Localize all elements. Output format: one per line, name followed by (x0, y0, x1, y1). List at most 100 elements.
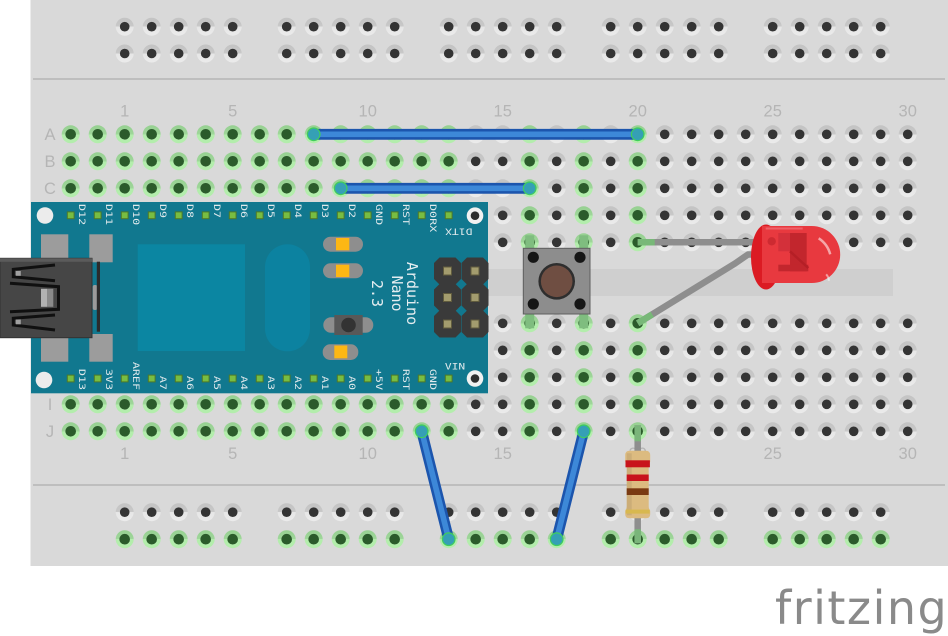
breadboard-hole[interactable] (628, 179, 647, 198)
rail-hole[interactable] (709, 44, 728, 63)
rail-hole[interactable] (871, 530, 890, 549)
rail-hole[interactable] (358, 17, 377, 36)
rail-hole[interactable] (142, 530, 161, 549)
breadboard-hole[interactable] (763, 422, 782, 441)
breadboard-hole[interactable] (223, 395, 242, 414)
breadboard-hole[interactable] (682, 179, 701, 198)
breadboard-hole[interactable] (817, 341, 836, 360)
breadboard-hole[interactable] (709, 152, 728, 171)
breadboard-hole[interactable] (250, 395, 269, 414)
breadboard-hole[interactable] (601, 314, 620, 333)
rail-hole[interactable] (871, 503, 890, 522)
rail-hole[interactable] (709, 503, 728, 522)
breadboard-hole[interactable] (196, 152, 215, 171)
rail-hole[interactable] (493, 17, 512, 36)
breadboard-hole[interactable] (277, 125, 296, 144)
rail-hole[interactable] (196, 44, 215, 63)
breadboard-hole[interactable] (871, 368, 890, 387)
breadboard-hole[interactable] (898, 152, 917, 171)
rail-hole[interactable] (763, 44, 782, 63)
breadboard-hole[interactable] (520, 422, 539, 441)
rail-hole[interactable] (844, 530, 863, 549)
breadboard-hole[interactable] (142, 152, 161, 171)
breadboard-hole[interactable] (709, 314, 728, 333)
breadboard-hole[interactable] (709, 395, 728, 414)
breadboard-hole[interactable] (655, 206, 674, 225)
breadboard-hole[interactable] (898, 206, 917, 225)
breadboard-hole[interactable] (817, 206, 836, 225)
rail-hole[interactable] (844, 44, 863, 63)
rail-hole[interactable] (601, 503, 620, 522)
breadboard-hole[interactable] (898, 341, 917, 360)
breadboard-hole[interactable] (736, 422, 755, 441)
breadboard-hole[interactable] (115, 179, 134, 198)
rail-hole[interactable] (871, 17, 890, 36)
rail-hole[interactable] (655, 44, 674, 63)
breadboard-hole[interactable] (628, 368, 647, 387)
wire[interactable] (414, 424, 456, 547)
breadboard-hole[interactable] (844, 341, 863, 360)
breadboard-hole[interactable] (871, 395, 890, 414)
rail-hole[interactable] (196, 503, 215, 522)
rail-hole[interactable] (385, 530, 404, 549)
rail-hole[interactable] (196, 17, 215, 36)
breadboard-hole[interactable] (817, 314, 836, 333)
breadboard-hole[interactable] (574, 179, 593, 198)
breadboard-hole[interactable] (493, 233, 512, 252)
rail-hole[interactable] (142, 503, 161, 522)
breadboard-hole[interactable] (736, 179, 755, 198)
rail-hole[interactable] (763, 503, 782, 522)
rail-hole[interactable] (628, 17, 647, 36)
breadboard-hole[interactable] (790, 206, 809, 225)
breadboard-hole[interactable] (493, 314, 512, 333)
breadboard-hole[interactable] (439, 152, 458, 171)
breadboard-hole[interactable] (142, 125, 161, 144)
breadboard-hole[interactable] (61, 422, 80, 441)
breadboard-hole[interactable] (601, 233, 620, 252)
breadboard-hole[interactable] (520, 368, 539, 387)
rail-hole[interactable] (466, 503, 485, 522)
rail-hole[interactable] (331, 530, 350, 549)
breadboard-hole[interactable] (898, 314, 917, 333)
breadboard-hole[interactable] (871, 341, 890, 360)
rail-hole[interactable] (817, 503, 836, 522)
wire[interactable] (549, 424, 591, 547)
breadboard-hole[interactable] (331, 152, 350, 171)
breadboard-hole[interactable] (682, 341, 701, 360)
rail-hole[interactable] (520, 17, 539, 36)
breadboard-hole[interactable] (547, 233, 566, 252)
breadboard-hole[interactable] (277, 179, 296, 198)
breadboard-hole[interactable] (682, 125, 701, 144)
breadboard-hole[interactable] (844, 233, 863, 252)
wire-end[interactable] (522, 181, 537, 196)
breadboard-hole[interactable] (763, 152, 782, 171)
breadboard-hole[interactable] (196, 179, 215, 198)
breadboard-hole[interactable] (142, 395, 161, 414)
breadboard-hole[interactable] (601, 341, 620, 360)
breadboard-hole[interactable] (844, 206, 863, 225)
breadboard-hole[interactable] (628, 341, 647, 360)
breadboard-hole[interactable] (736, 152, 755, 171)
rail-hole[interactable] (547, 44, 566, 63)
breadboard-hole[interactable] (439, 422, 458, 441)
breadboard-hole[interactable] (547, 152, 566, 171)
rail-hole[interactable] (331, 503, 350, 522)
breadboard-hole[interactable] (844, 422, 863, 441)
rail-hole[interactable] (277, 44, 296, 63)
rail-hole[interactable] (682, 503, 701, 522)
breadboard-hole[interactable] (871, 152, 890, 171)
breadboard-hole[interactable] (358, 395, 377, 414)
breadboard-hole[interactable] (88, 152, 107, 171)
breadboard-hole[interactable] (88, 125, 107, 144)
wire-end[interactable] (306, 127, 321, 142)
breadboard-hole[interactable] (574, 152, 593, 171)
breadboard-hole[interactable] (385, 395, 404, 414)
breadboard-hole[interactable] (628, 206, 647, 225)
breadboard-hole[interactable] (493, 341, 512, 360)
breadboard-hole[interactable] (763, 206, 782, 225)
breadboard-hole[interactable] (223, 152, 242, 171)
breadboard-hole[interactable] (547, 314, 566, 333)
wire-end[interactable] (441, 532, 456, 547)
breadboard-hole[interactable] (493, 206, 512, 225)
breadboard-hole[interactable] (817, 152, 836, 171)
